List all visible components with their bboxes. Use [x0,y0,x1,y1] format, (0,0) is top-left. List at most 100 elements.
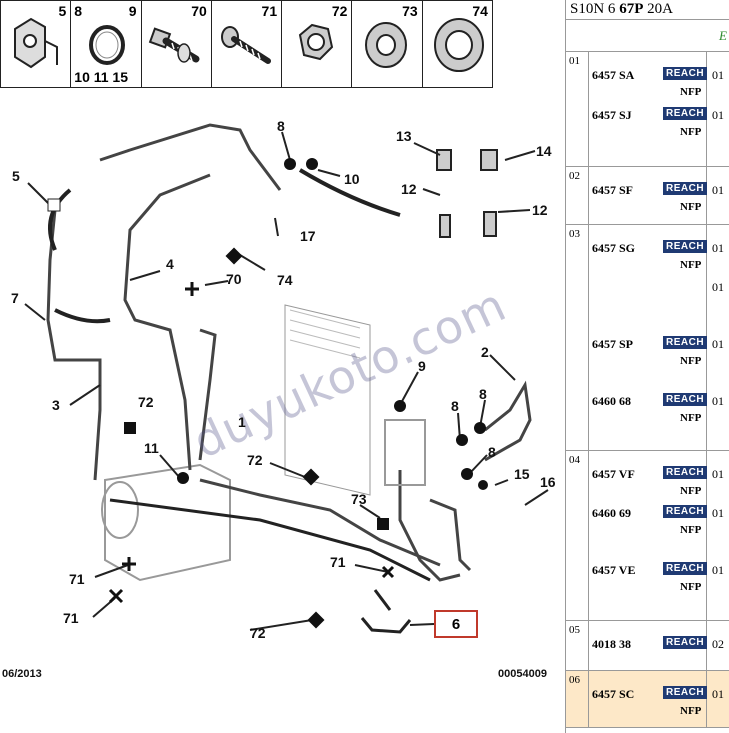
thumb-8-9-10-11-15[interactable]: 8 9 10 11 15 [71,1,142,87]
callout-3[interactable]: 3 [52,397,60,413]
reach-badge[interactable]: REACH [663,336,708,349]
quantity: 01 [712,183,724,197]
callout-10[interactable]: 10 [344,171,360,187]
callout-13[interactable]: 13 [396,128,412,144]
callout-72[interactable]: 72 [138,394,154,410]
callout-70[interactable]: 70 [226,271,242,287]
callout-1[interactable]: 1 [238,414,246,430]
reach-badge[interactable]: REACH [663,505,708,518]
reach-badge[interactable]: REACH [663,182,708,195]
callout-9[interactable]: 9 [418,358,426,374]
callout-72-mid[interactable]: 72 [247,452,263,468]
quantity: 01 [712,337,724,351]
title-bold-part: 67P [619,1,644,17]
callout-12[interactable]: 12 [401,181,417,197]
quantity: 02 [712,637,724,651]
reach-badge[interactable]: REACH [663,562,708,575]
reach-badge[interactable]: REACH [663,240,708,253]
callout-71-low[interactable]: 71 [63,610,79,626]
callout-11[interactable]: 11 [144,440,159,456]
part-number: 6457 SA [592,68,635,82]
group-divider [588,52,589,166]
callout-4[interactable]: 4 [166,256,174,272]
quantity: 01 [712,241,724,255]
callout-12-right[interactable]: 12 [532,202,548,218]
thumb-label: 10 11 15 [74,69,129,85]
part-row[interactable]: 6457 SA REACH NFP 01 [592,64,728,104]
thumbnail-strip: 5 8 9 10 11 15 70 [0,0,493,88]
callout-17[interactable]: 17 [300,228,316,244]
callout-74[interactable]: 74 [277,272,293,288]
quantity: 01 [712,467,724,481]
o-ring-icon [89,25,126,65]
callout-71-right[interactable]: 71 [330,554,346,570]
callout-14[interactable]: 14 [536,143,552,159]
thumb-label: 74 [472,3,488,19]
callout-8-mid[interactable]: 8 [451,398,459,414]
grommet-icon [365,22,408,68]
nfp-label: NFP [680,412,702,424]
quantity: 01 [712,687,724,701]
parts-title: S10N 6 67P 20A [566,0,729,20]
part-number: 6457 VF [592,467,635,481]
group-number: 06 [569,674,580,686]
group-divider [588,225,589,450]
callout-71[interactable]: 71 [69,571,85,587]
callout-8[interactable]: 8 [277,118,285,134]
nfp-label: NFP [680,201,702,213]
reach-badge[interactable]: REACH [663,466,708,479]
quantity: 01 [712,68,724,82]
group-divider [588,621,589,670]
callout-8-right[interactable]: 8 [479,386,487,402]
callout-72-low[interactable]: 72 [250,625,266,641]
reach-badge[interactable]: REACH [663,393,708,406]
title-part: 20A [643,1,673,17]
thumb-72[interactable]: 72 [282,1,353,87]
thumb-73[interactable]: 73 [352,1,423,87]
callout-6-highlighted[interactable]: 6 [434,610,478,638]
thumb-74[interactable]: 74 [423,1,492,87]
callout-73[interactable]: 73 [351,491,367,507]
part-row[interactable]: 6457 SF REACH NFP 01 [592,179,728,219]
part-number: 6457 VE [592,563,636,577]
nfp-label: NFP [680,524,702,536]
title-part: S10N 6 [570,1,620,17]
callout-2[interactable]: 2 [481,344,489,360]
thumb-71[interactable]: 71 [212,1,283,87]
callout-8-low[interactable]: 8 [488,444,496,460]
thumb-label: 71 [261,3,278,19]
reach-badge[interactable]: REACH [663,686,708,699]
callout-7[interactable]: 7 [11,290,19,306]
thumb-5[interactable]: 5 [1,1,72,87]
reach-badge[interactable]: REACH [663,67,708,80]
callout-5[interactable]: 5 [12,168,20,184]
quantity: 01 [712,506,724,520]
callout-16[interactable]: 16 [540,474,556,490]
group-number: 03 [569,228,580,240]
ac-system-drawing [24,123,549,634]
thumb-label: 73 [402,3,418,19]
reach-badge[interactable]: REACH [663,107,708,120]
thumb-70[interactable]: 70 [142,1,212,87]
nfp-label: NFP [680,86,702,98]
extra-quantity: 01 [712,280,724,294]
reach-badge[interactable]: REACH [663,636,708,649]
group-number: 01 [569,55,580,67]
callout-15[interactable]: 15 [514,466,530,482]
part-number: 6457 SF [592,183,634,197]
